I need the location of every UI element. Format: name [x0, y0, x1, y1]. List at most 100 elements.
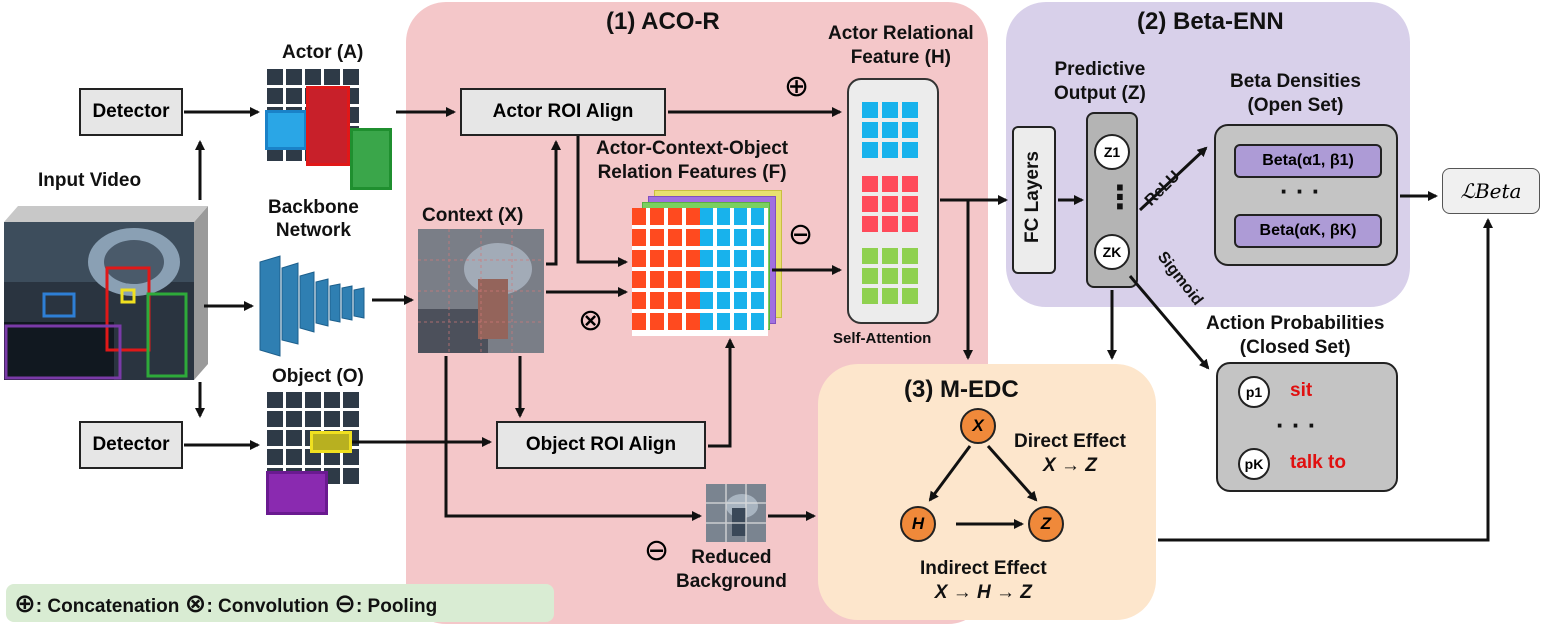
probs-line2: (Closed Set)	[1239, 337, 1351, 358]
arrow-x-z	[986, 445, 1038, 502]
reduced-background-label: Reduced Background	[676, 546, 787, 594]
legend-concat-text: : Concatenation	[35, 596, 180, 617]
arrow-context-reduced	[444, 356, 702, 521]
legend-box	[6, 584, 554, 622]
loss-box: ℒBeta	[1442, 168, 1540, 214]
action-probabilities-label: Action Probabilities (Closed Set)	[1206, 312, 1384, 360]
pk-node: pK	[1238, 448, 1270, 480]
actor-label: Actor (A)	[282, 42, 364, 63]
backbone-label: Backbone Network	[268, 196, 359, 242]
object-yellow-highlight	[310, 431, 352, 453]
self-attention-label: Self-Attention	[833, 330, 932, 347]
reduced-background-icon	[706, 484, 766, 542]
z-dots: ⋮	[1104, 179, 1136, 215]
arrow-object-roi-relation	[708, 338, 735, 448]
arrow-medc-loss	[1158, 218, 1493, 542]
input-video-frame	[4, 202, 208, 380]
z1-node: Z1	[1094, 134, 1130, 170]
p1-label: p1	[1245, 384, 1263, 400]
zk-label: ZK	[1102, 244, 1122, 260]
backbone-network-icon	[259, 255, 365, 357]
arrow-pred-probs	[1128, 275, 1210, 370]
legend-pool-icon: ⊖	[334, 588, 356, 618]
relation-feature-front	[632, 208, 768, 336]
pk-label: pK	[1244, 456, 1264, 472]
beta-densities-line2: (Open Set)	[1247, 95, 1344, 116]
pool-symbol-bottom: ⊖	[644, 534, 670, 567]
rel-green-grid	[862, 248, 918, 304]
indirect-effect-label: Indirect Effect X → H → Z	[920, 557, 1047, 605]
arrow-roi-relation	[576, 136, 628, 267]
beta-densities-line1: Beta Densities	[1230, 71, 1361, 92]
actor-rel-line1: Actor Relational	[828, 23, 974, 44]
probs-line1: Action Probabilities	[1206, 313, 1385, 334]
relation-red-grid	[632, 208, 700, 330]
detector-top-label: Detector	[92, 101, 170, 122]
predictive-output-label: Predictive Output (Z)	[1054, 58, 1146, 106]
detector-top-box: Detector	[79, 88, 183, 136]
legend-conv-text: : Convolution	[206, 596, 329, 617]
probs-dots: · · ·	[1276, 410, 1317, 440]
fc-layers-box: FC Layers	[1012, 126, 1056, 274]
backbone-line1: Backbone	[268, 197, 359, 218]
actor-red-highlight	[306, 86, 350, 166]
m-edc-x-label: X	[972, 416, 984, 435]
video-stack-icon	[4, 206, 208, 380]
reduced-line2: Background	[676, 571, 787, 592]
relation-line1: Actor-Context-Object	[596, 138, 789, 159]
talk-to-label: talk to	[1290, 452, 1346, 473]
indirect-path-text: X → H → Z	[934, 582, 1032, 603]
direct-path-text: X → Z	[1043, 455, 1097, 476]
beta1-box: Beta(α1, β1)	[1234, 144, 1382, 178]
rel-blue-grid	[862, 102, 918, 158]
concat-symbol: ⊕	[784, 70, 810, 103]
m-edc-h-label: H	[911, 514, 925, 533]
object-roi-align-box: Object ROI Align	[496, 421, 706, 469]
m-edc-z-label: Z	[1040, 514, 1052, 533]
betak-label: Beta(αK, βK)	[1259, 222, 1357, 239]
input-video-label: Input Video	[38, 170, 142, 191]
direct-effect-label: Direct Effect X → Z	[1014, 430, 1126, 478]
legend-pool-text: : Pooling	[355, 596, 438, 617]
backbone-line2: Network	[275, 220, 351, 241]
relation-blue-grid	[700, 208, 764, 330]
beta-dots: · · ·	[1280, 176, 1321, 206]
pool-symbol-top: ⊖	[788, 218, 814, 251]
reduced-background-image	[706, 484, 766, 542]
m-edc-z-node: Z	[1028, 506, 1064, 542]
relation-line2: Relation Features (F)	[597, 162, 787, 183]
arrow-pred-beta	[1138, 146, 1208, 212]
actor-roi-align-label: Actor ROI Align	[492, 101, 634, 122]
rel-red-grid	[862, 176, 918, 232]
aco-r-title: (1) ACO-R	[606, 8, 720, 35]
beta1-label: Beta(α1, β1)	[1262, 152, 1354, 169]
reduced-line1: Reduced	[691, 547, 772, 568]
context-label: Context (X)	[422, 205, 524, 226]
detector-bottom-label: Detector	[92, 434, 170, 455]
zk-node: ZK	[1094, 234, 1130, 270]
actor-roi-align-box: Actor ROI Align	[460, 88, 666, 136]
loss-label: ℒBeta	[1460, 179, 1522, 203]
legend-concat-icon: ⊕	[14, 588, 36, 618]
m-edc-region	[818, 364, 1156, 620]
detector-bottom-box: Detector	[79, 421, 183, 469]
actor-green-highlight	[350, 128, 392, 190]
context-image	[418, 229, 544, 353]
betak-box: Beta(αK, βK)	[1234, 214, 1382, 248]
sit-label: sit	[1290, 380, 1313, 401]
p1-node: p1	[1238, 376, 1270, 408]
legend-row: ⊕: Concatenation ⊗: Convolution ⊖: Pooli…	[14, 589, 437, 621]
object-roi-align-label: Object ROI Align	[525, 434, 677, 455]
actor-relational-panel	[847, 78, 939, 324]
object-purple-highlight	[266, 471, 328, 515]
conv-symbol: ⊗	[578, 304, 604, 337]
arrow-x-h	[928, 445, 972, 502]
m-edc-h-node: H	[900, 506, 936, 542]
legend-conv-icon: ⊗	[184, 588, 207, 618]
object-label: Object (O)	[272, 366, 364, 387]
relation-features-label: Actor-Context-Object Relation Features (…	[596, 137, 788, 185]
actor-rel-line2: Feature (H)	[850, 47, 951, 68]
beta-enn-title: (2) Beta-ENN	[1137, 8, 1284, 35]
